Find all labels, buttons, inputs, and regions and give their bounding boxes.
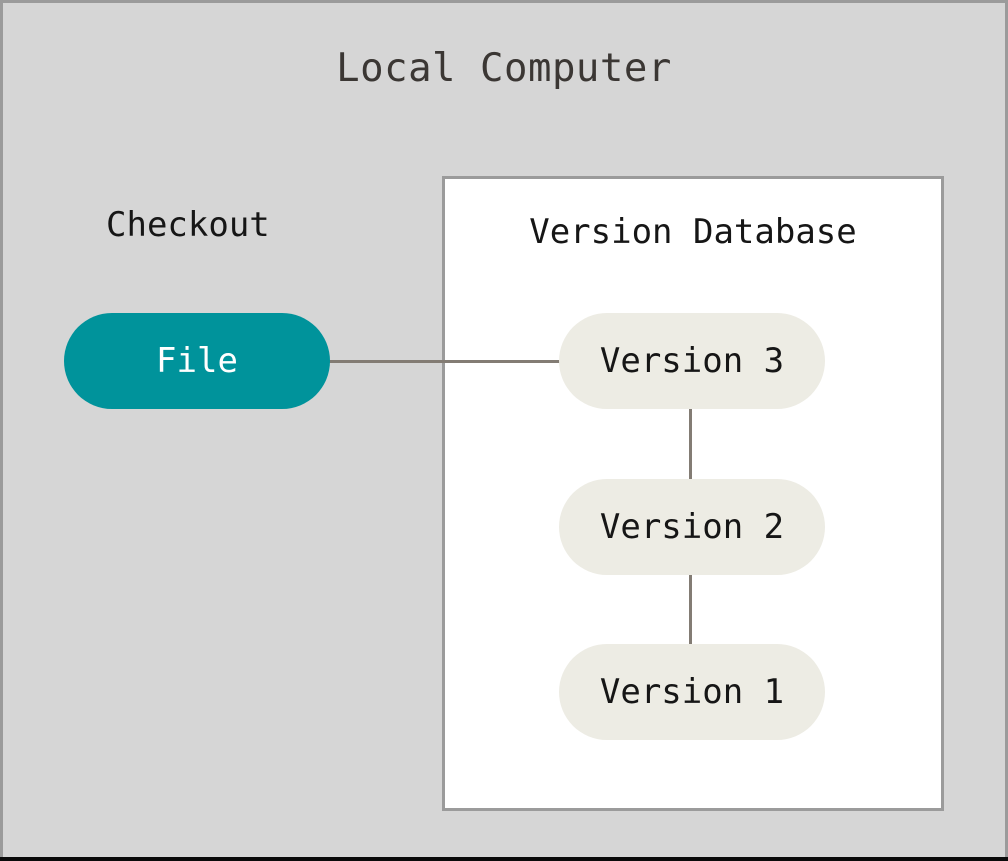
node-version-2[interactable]: Version 2 (559, 479, 825, 575)
page-title: Local Computer (336, 46, 672, 91)
node-version-3[interactable]: Version 3 (559, 313, 825, 409)
version-database-title: Version Database (529, 212, 857, 252)
edge-file-to-version-3 (328, 360, 562, 363)
canvas-bottom-edge (0, 857, 1008, 861)
node-file[interactable]: File (64, 313, 330, 409)
checkout-label: Checkout (106, 205, 270, 245)
edge-version-3-to-version-2 (689, 406, 692, 484)
edge-version-2-to-version-1 (689, 571, 692, 649)
node-version-1[interactable]: Version 1 (559, 644, 825, 740)
